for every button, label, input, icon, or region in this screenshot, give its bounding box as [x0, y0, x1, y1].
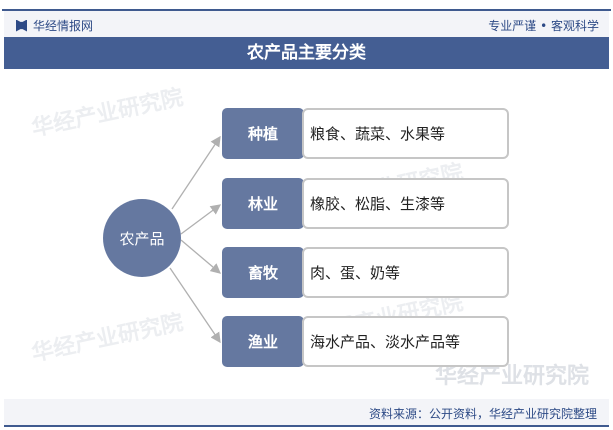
category-forestry: 林业: [222, 178, 304, 229]
slogan: 专业严谨 • 客观科学: [488, 19, 599, 33]
source-note: 资料来源：公开资料，华经产业研究院整理: [368, 407, 597, 421]
category-desc: 橡胶、松脂、生漆等: [302, 178, 509, 229]
root-node: 农产品: [103, 199, 181, 277]
brand-logo[interactable]: 华经情报网: [16, 17, 93, 34]
category-desc: 肉、蛋、奶等: [302, 247, 509, 298]
category-desc: 海水产品、淡水产品等: [302, 316, 509, 367]
arrow-3: [180, 239, 221, 274]
page-title: 农产品主要分类: [4, 37, 609, 69]
arrow-2: [180, 204, 222, 235]
bottom-rule: [4, 425, 609, 427]
footer: 资料来源：公开资料，华经产业研究院整理: [4, 399, 609, 426]
arrow-4: [169, 267, 221, 344]
brand-name: 华经情报网: [33, 19, 94, 33]
category-desc: 粮食、蔬菜、水果等: [302, 108, 509, 159]
top-rule: [2, 9, 611, 11]
logo-icon: [16, 19, 27, 32]
category-livestock: 畜牧: [222, 247, 304, 298]
category-planting: 种植: [222, 108, 304, 159]
header: 华经情报网 专业严谨 • 客观科学: [4, 11, 609, 37]
arrow-1: [171, 135, 221, 210]
category-fishery: 渔业: [222, 316, 304, 367]
